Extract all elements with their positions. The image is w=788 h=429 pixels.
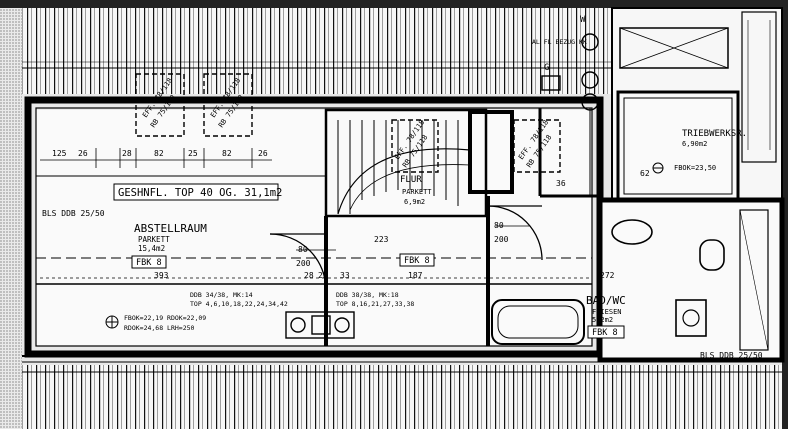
dim-label: 28 bbox=[122, 149, 132, 158]
installation-block bbox=[285, 33, 599, 339]
dim-label: 272 bbox=[600, 271, 615, 280]
dim-label: 80 bbox=[298, 245, 308, 254]
tech-notes: DDB 34/38, MK:14 TOP 4,6,10,18,22,24,34,… bbox=[124, 291, 414, 332]
right-block bbox=[597, 7, 785, 363]
note: TOP 4,6,10,18,22,24,34,42 bbox=[190, 300, 288, 308]
note: FBOK=22,19 RDOK=22,09 bbox=[124, 314, 206, 322]
note: TOP 8,16,21,27,33,38 bbox=[336, 300, 414, 308]
dim-label: 80 bbox=[494, 221, 504, 230]
dim-label: 223 bbox=[374, 235, 389, 244]
fbk-tag: FBK 8 bbox=[136, 258, 162, 268]
roof-hatch-bottom bbox=[22, 365, 782, 429]
dimension-lines bbox=[40, 148, 592, 279]
room-name: FLUR bbox=[400, 175, 422, 185]
room-name: BAD/WC bbox=[586, 294, 626, 307]
letter-w: W bbox=[580, 15, 586, 25]
room-floor: FLIESEN bbox=[592, 308, 622, 316]
area-label-box: GESHNFL. TOP 40 OG. 31,1m2 bbox=[113, 183, 282, 201]
dim-label: 200 bbox=[494, 235, 509, 244]
dimension-labels: 125 26 28 82 25 82 26 80 200 80 200 393 … bbox=[52, 149, 650, 280]
room-area: 5,2m2 bbox=[592, 316, 613, 324]
room-triebwerk: TRIEBWERKSR. 6,90m2 FBOK=23,50 bbox=[674, 129, 747, 172]
dim-label: 33 bbox=[340, 271, 350, 280]
room-area: 6,9m2 bbox=[404, 198, 425, 206]
room-name: ABSTELLRAUM bbox=[134, 222, 207, 235]
room-floor: PARKETT bbox=[402, 188, 432, 196]
wall-tag-bottom: BLS DDB 25/50 bbox=[700, 351, 763, 360]
dim-label: 82 bbox=[154, 149, 164, 158]
roof-hatch-top bbox=[22, 8, 612, 94]
dim-label: 25 bbox=[188, 149, 198, 158]
dim-label: 36 bbox=[556, 179, 566, 188]
stair-core bbox=[324, 108, 514, 218]
bath-fixtures bbox=[491, 219, 725, 345]
note: RDOK=24,68 LRH=250 bbox=[124, 324, 195, 332]
note: DDB 38/38, MK:18 bbox=[336, 291, 399, 299]
dim-label: 25 bbox=[318, 271, 328, 280]
wall-tag-left: BLS DDB 25/50 bbox=[42, 209, 105, 218]
fbk-tag: FBK 8 bbox=[404, 256, 430, 266]
level-marker-icon bbox=[652, 162, 664, 174]
top-right-tag: AL FL BEZUG KK bbox=[532, 38, 587, 46]
dim-label: 187 bbox=[408, 271, 423, 280]
room-floor: PARKETT bbox=[138, 235, 170, 244]
level-marker-icon bbox=[105, 315, 119, 329]
dim-label: 393 bbox=[154, 271, 169, 280]
room-fbok: FBOK=23,50 bbox=[674, 164, 716, 172]
interior-walls bbox=[36, 108, 600, 346]
fbk-tags: FBK 8 FBK 8 FBK 8 bbox=[131, 253, 625, 339]
dim-label: 200 bbox=[296, 259, 311, 268]
dim-label: 28 bbox=[304, 271, 314, 280]
room-bad: BAD/WC FLIESEN 5,2m2 bbox=[586, 294, 626, 324]
door-swings bbox=[269, 205, 543, 291]
dim-label: 26 bbox=[258, 149, 268, 158]
room-flur: FLUR PARKETT 6,9m2 bbox=[400, 175, 432, 206]
room-area: 15,4m2 bbox=[138, 244, 165, 253]
dim-label: 125 bbox=[52, 149, 67, 158]
letter-g: G bbox=[544, 63, 549, 73]
room-area: 6,90m2 bbox=[682, 140, 707, 148]
top-area-label: GESHNFL. TOP 40 OG. 31,1m2 bbox=[118, 187, 282, 199]
room-abstellraum: ABSTELLRAUM PARKETT 15,4m2 bbox=[134, 222, 207, 253]
room-name: TRIEBWERKSR. bbox=[682, 129, 747, 139]
dim-label: 82 bbox=[222, 149, 232, 158]
note: DDB 34/38, MK:14 bbox=[190, 291, 253, 299]
dim-label: 26 bbox=[78, 149, 88, 158]
fbk-tag: FBK 8 bbox=[592, 328, 618, 338]
dim-label: 62 bbox=[640, 169, 650, 178]
skylights bbox=[135, 73, 561, 173]
